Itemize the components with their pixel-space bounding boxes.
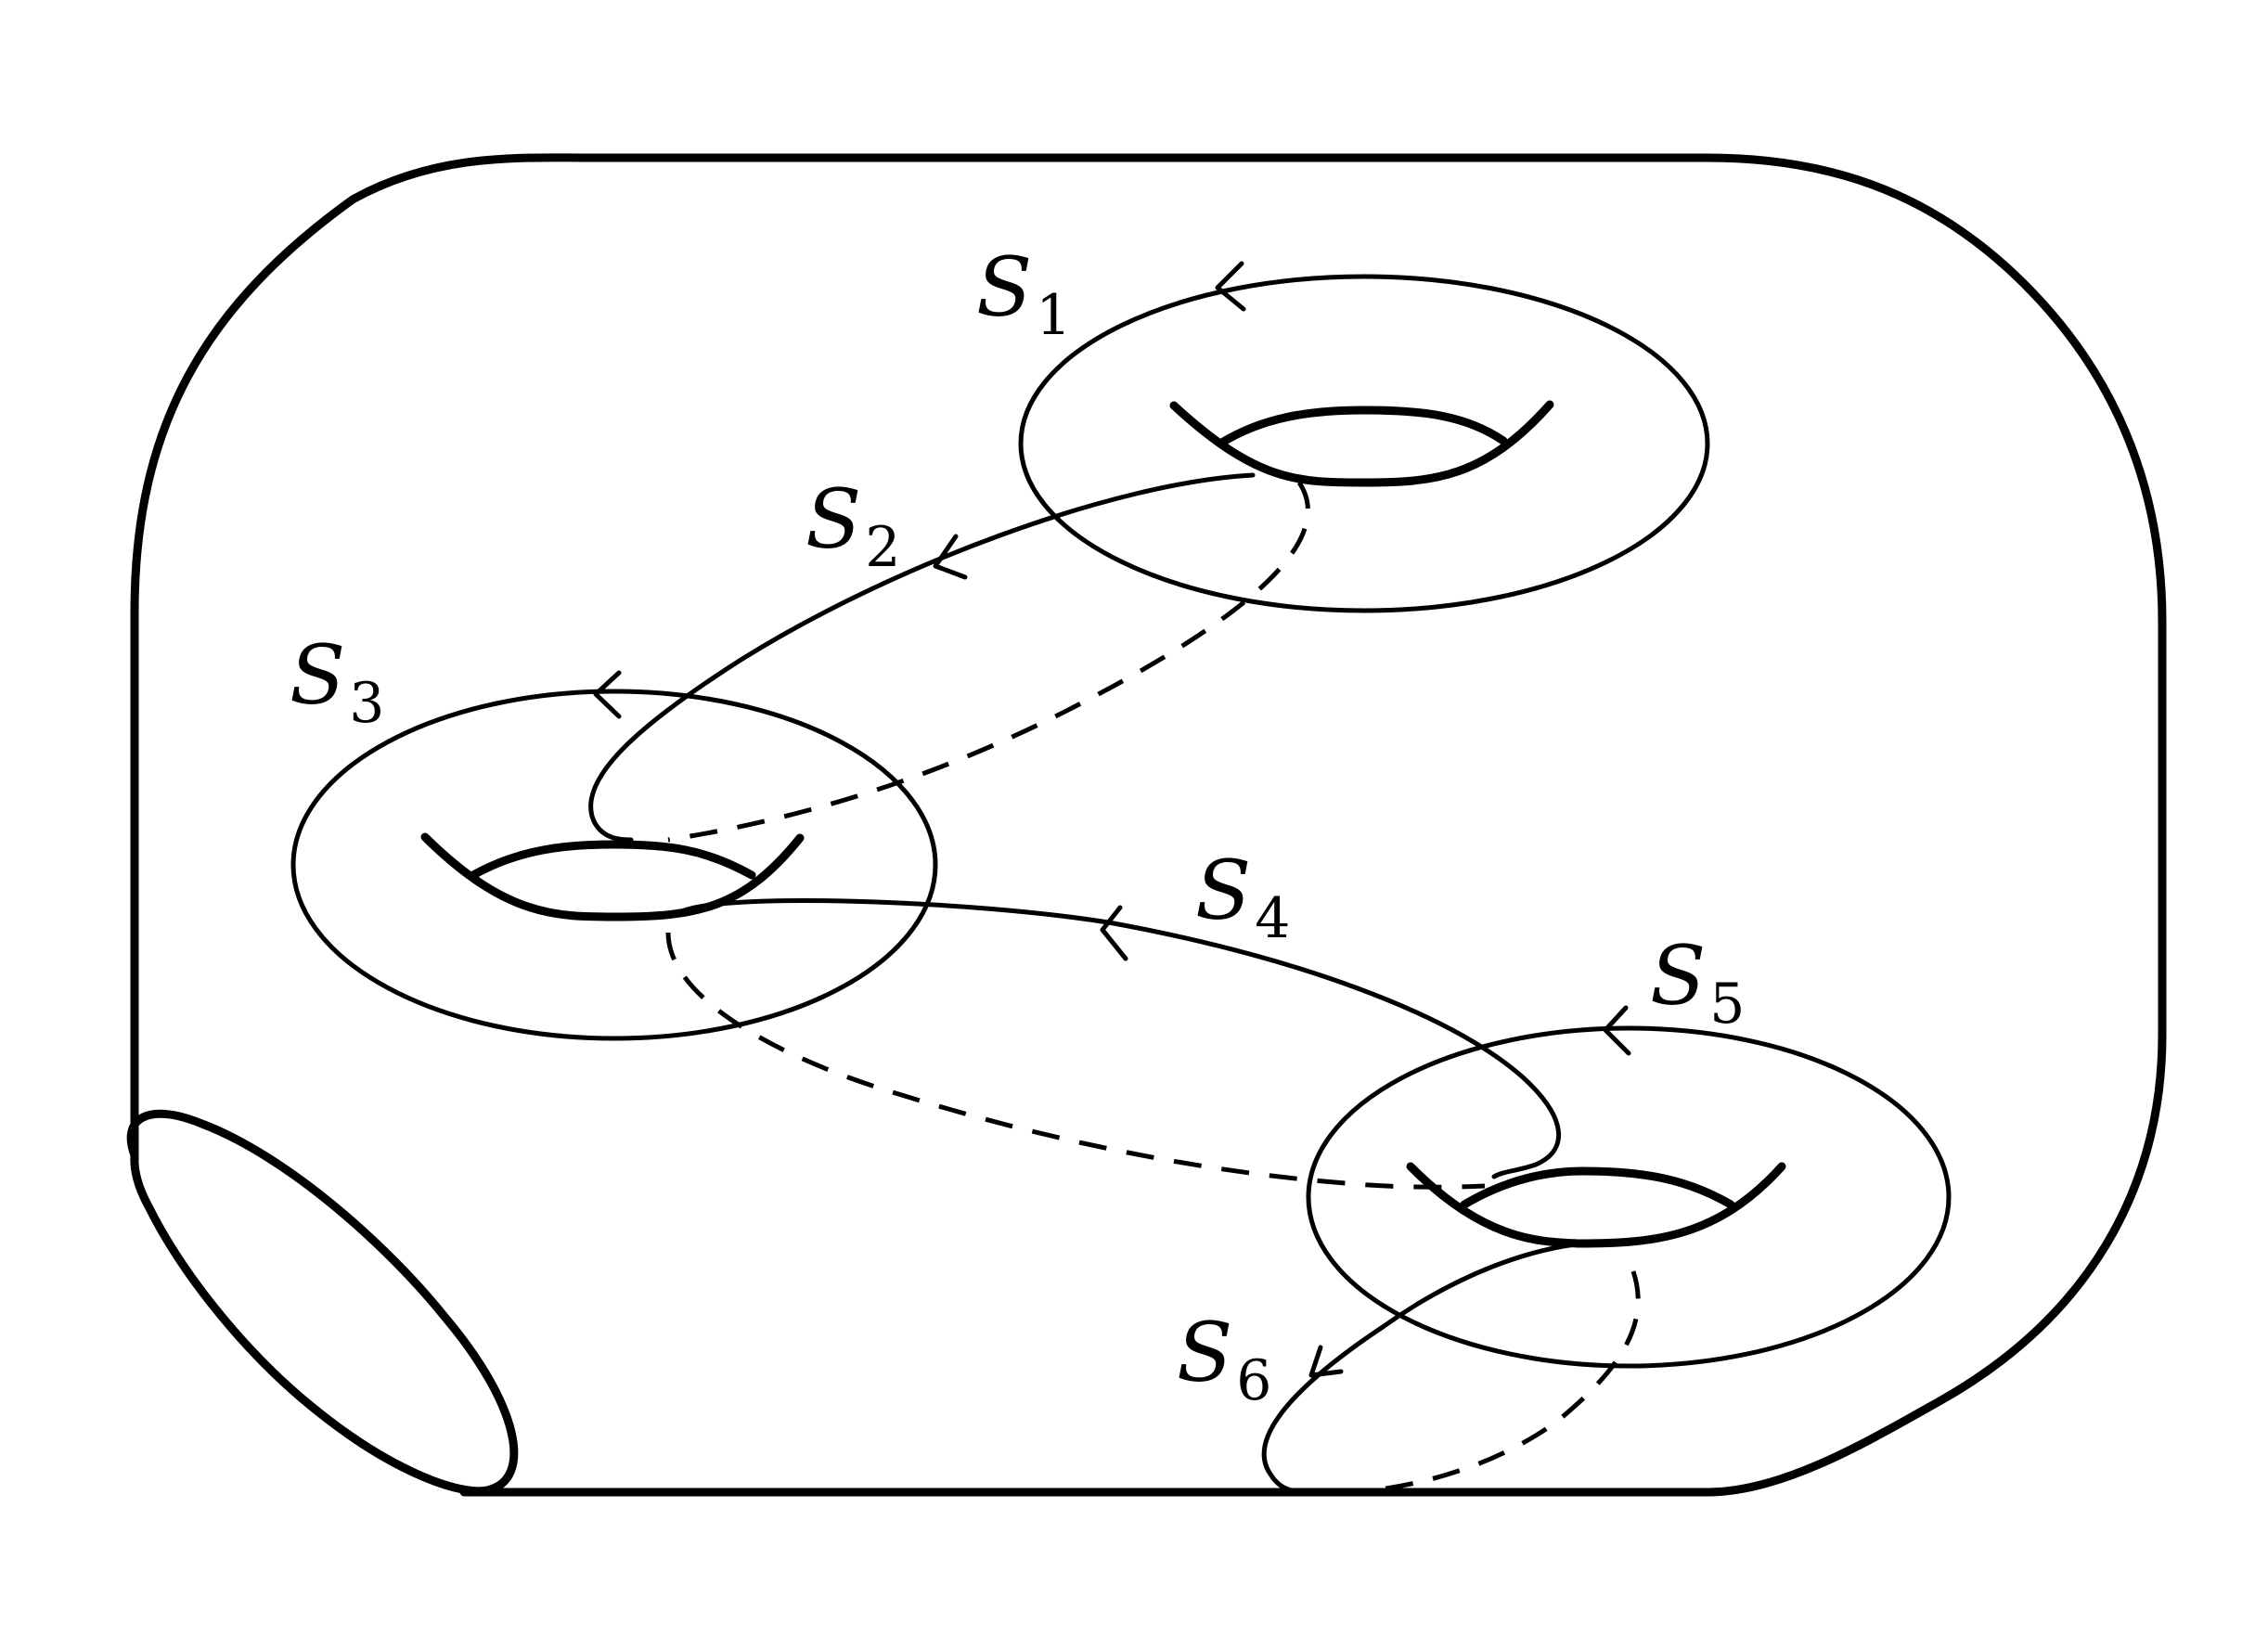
- label-s6: S6: [1177, 1305, 1271, 1413]
- arrow-s1: [1215, 261, 1246, 312]
- torus-5-outline: [1306, 1025, 1952, 1369]
- torus-1-hole: [1169, 400, 1554, 487]
- label-s5: S5: [1650, 928, 1745, 1037]
- outer-surface-outline: [130, 153, 2167, 1497]
- label-s1: S1: [976, 239, 1071, 348]
- boundary-ellipse: [126, 1109, 519, 1496]
- torus-3-outline: [290, 689, 938, 1041]
- curve-s4: [675, 898, 1561, 1179]
- arrow-s4: [1100, 905, 1128, 961]
- curve-s2-dashed: [667, 481, 1310, 843]
- torus-3-hole: [420, 832, 805, 921]
- curve-s6: [1261, 1239, 1617, 1495]
- torus-1-hole-top: [1216, 406, 1508, 448]
- label-s4: S4: [1195, 843, 1290, 951]
- arrow-s2: [933, 534, 968, 580]
- torus-3-hole-top: [469, 840, 756, 880]
- arrow-s6: [1308, 1345, 1344, 1378]
- curve-s4-dashed: [665, 932, 1486, 1190]
- arrow-s5: [1603, 1005, 1631, 1056]
- torus-5-hole-top: [1460, 1166, 1735, 1209]
- curve-s6-dashed: [1363, 1270, 1641, 1494]
- torus-1-outline: [1018, 274, 1710, 613]
- label-s3: S3: [290, 627, 384, 736]
- arrow-s3: [593, 670, 622, 719]
- curve-s2: [588, 472, 1256, 843]
- label-s2: S2: [805, 471, 900, 580]
